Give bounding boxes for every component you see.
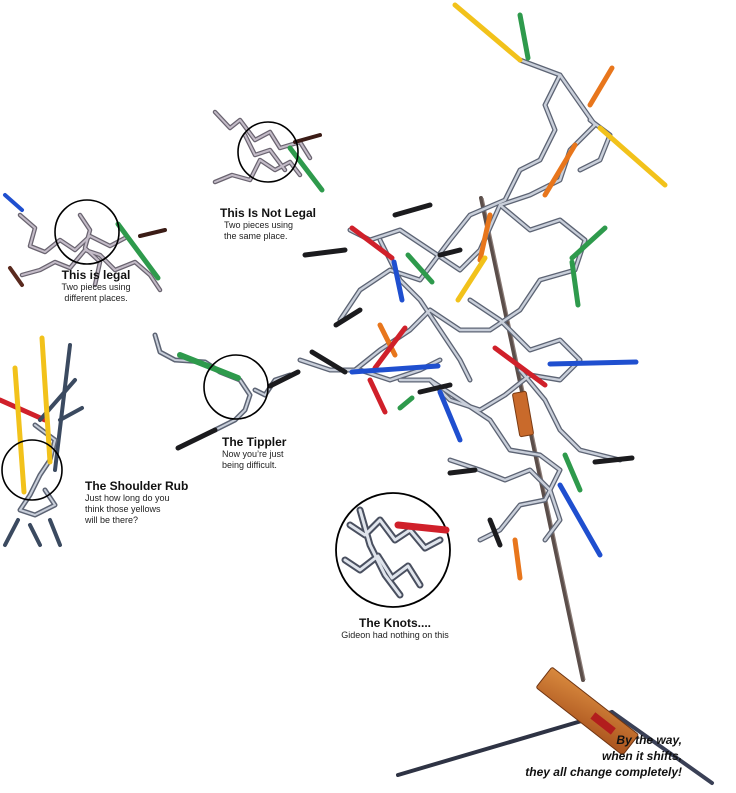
caption-tippler-sub: Now you’re just being difficult.: [222, 449, 284, 470]
tower-illustration: [297, 2, 668, 581]
caption-shoulder-rub: The Shoulder Rub Just how long do you th…: [85, 479, 225, 526]
shoulder-rub-illustration: [0, 335, 84, 547]
caption-knots-sub: Gideon had nothing on this: [341, 630, 449, 640]
closing-note: By the way, when it shifts, they all cha…: [482, 732, 682, 780]
knots-illustration: [335, 492, 451, 608]
closing-note-line1: By the way,: [616, 733, 682, 747]
caption-legal-sub: Two pieces using different places.: [61, 282, 131, 303]
caption-shoulder-rub-title: The Shoulder Rub: [85, 479, 189, 493]
caption-knots-title: The Knots....: [359, 616, 431, 630]
caption-knots: The Knots.... Gideon had nothing on this: [320, 616, 470, 641]
not-legal-illustration: [212, 109, 325, 193]
caption-not-legal-sub: Two pieces using the same place.: [224, 220, 294, 241]
caption-legal-title: This is legal: [61, 268, 131, 282]
base-stand: [396, 196, 714, 785]
caption-legal: This is legal Two pieces using different…: [42, 268, 150, 304]
caption-tippler-title: The Tippler: [222, 435, 287, 449]
tippler-illustration: [152, 332, 301, 451]
legal-illustration: [3, 193, 167, 293]
closing-note-line2: when it shifts,: [601, 749, 682, 763]
caption-not-legal: This Is Not Legal Two pieces using the s…: [220, 206, 340, 242]
caption-shoulder-rub-sub: Just how long do you think those yellows…: [85, 493, 170, 525]
closing-note-line3: they all change completely!: [525, 765, 682, 779]
caption-tippler: The Tippler Now you’re just being diffic…: [222, 435, 332, 471]
caption-not-legal-title: This Is Not Legal: [220, 206, 317, 220]
